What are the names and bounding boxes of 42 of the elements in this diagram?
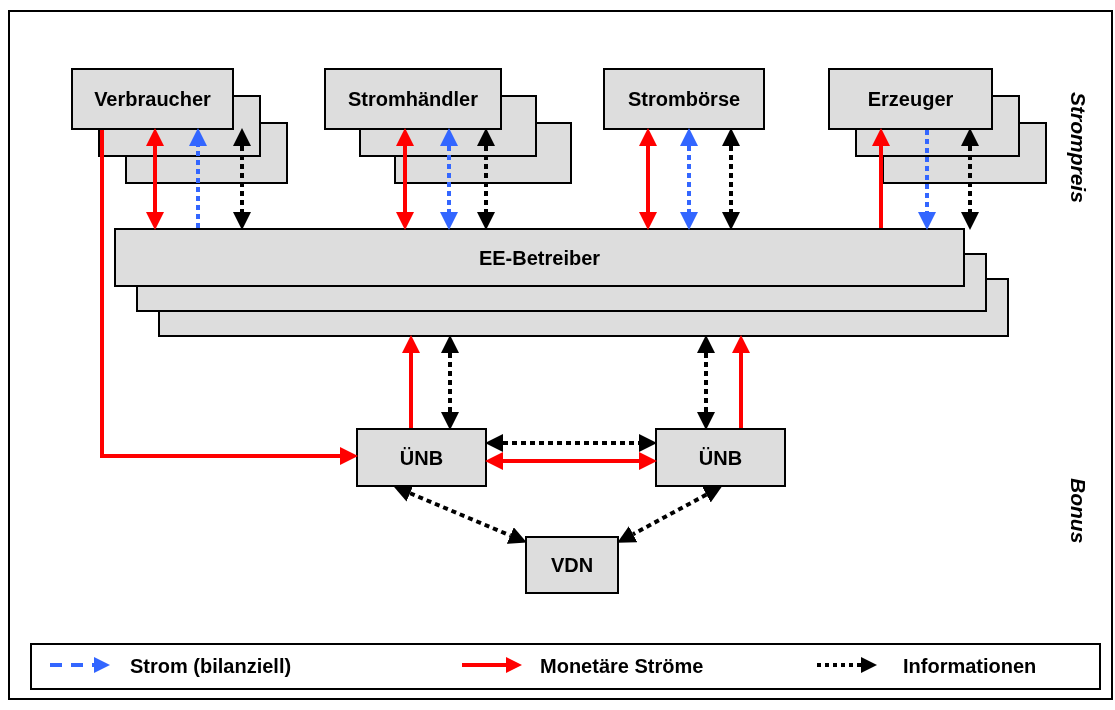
process-box <box>525 536 619 594</box>
arrow <box>441 335 459 430</box>
arrow <box>100 130 358 465</box>
stacked-boxes <box>324 68 572 184</box>
side-label: Bonus <box>1068 478 1089 544</box>
arrow <box>233 128 251 230</box>
box-label: ÜNB <box>399 445 444 471</box>
process-box <box>603 68 765 130</box>
arrow <box>872 128 890 228</box>
process-box <box>655 428 786 487</box>
legend-label: Informationen <box>903 656 1037 676</box>
arrow <box>146 128 164 230</box>
arrow <box>393 484 527 544</box>
arrow <box>918 130 936 230</box>
arrow <box>722 128 740 230</box>
arrow <box>485 434 657 452</box>
box-label: Verbraucher <box>94 87 211 112</box>
box-label: Erzeuger <box>867 87 954 112</box>
arrow <box>617 486 723 543</box>
arrow <box>402 335 420 428</box>
side-label: Strompreis <box>1068 92 1089 203</box>
stacked-boxes <box>828 68 1047 184</box>
arrow <box>396 128 414 230</box>
arrow <box>680 128 698 230</box>
arrow <box>697 335 715 430</box>
box-label: EE-Betreiber <box>478 245 601 271</box>
process-box <box>356 428 487 487</box>
arrow <box>961 128 979 230</box>
box-label: VDN <box>550 553 594 578</box>
arrow <box>639 128 657 230</box>
arrow <box>485 452 657 470</box>
arrow <box>477 128 495 230</box>
legend-label: Strom (bilanziell) <box>130 656 292 676</box>
box-label: Stromhändler <box>348 87 478 112</box>
stacked-boxes <box>114 228 1009 337</box>
arrow <box>440 128 458 230</box>
stacked-boxes <box>71 68 288 184</box>
box-label: ÜNB <box>698 445 743 471</box>
box-label: Strombörse <box>627 87 741 112</box>
arrow <box>732 335 750 428</box>
legend-label: Monetäre Ströme <box>540 656 704 676</box>
arrow <box>189 128 207 228</box>
